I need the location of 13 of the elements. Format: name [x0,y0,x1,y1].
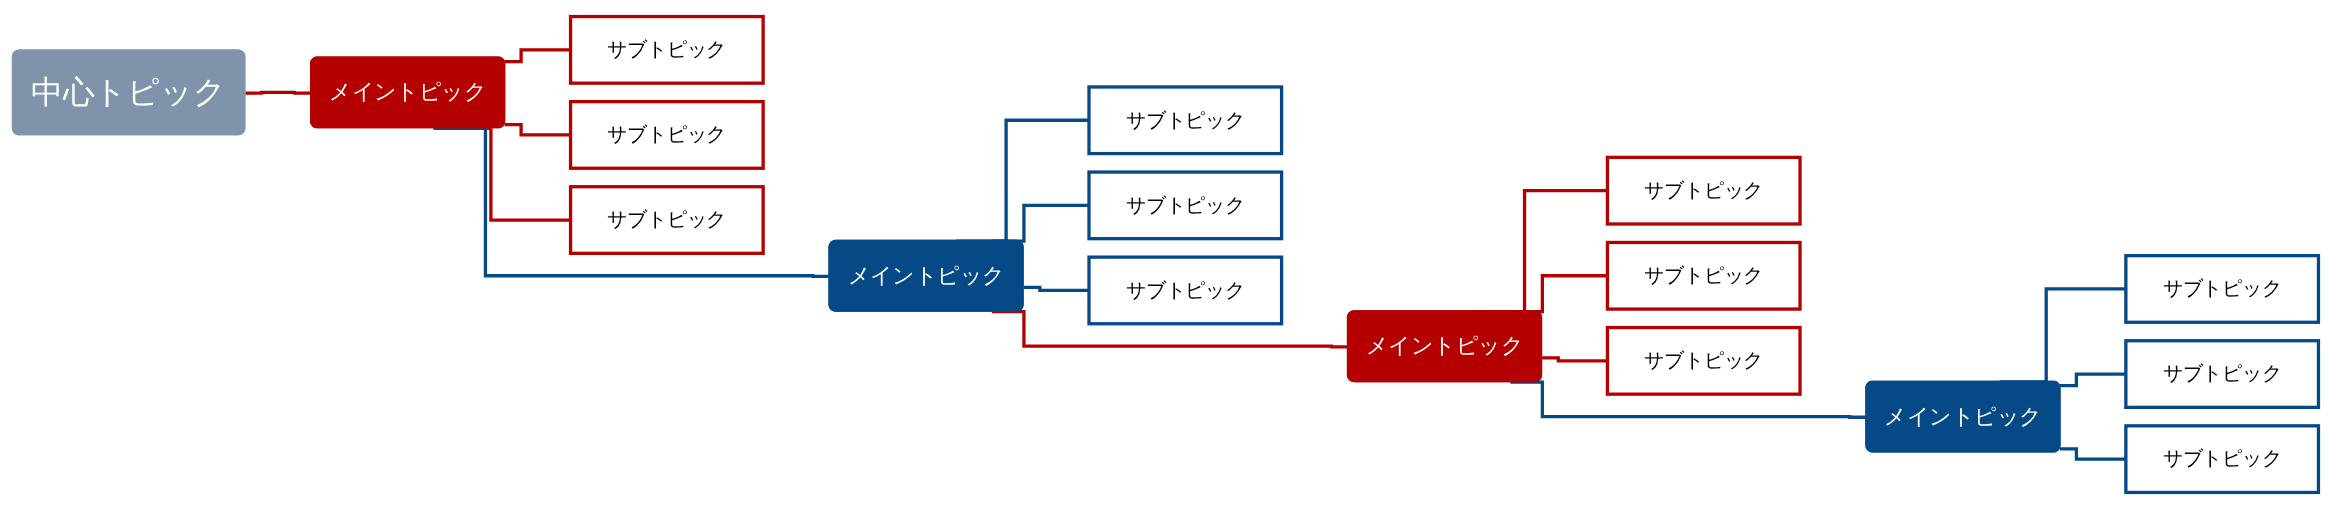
node-box: サブトピック [1605,240,1802,311]
node-box: サブトピック [1087,85,1284,156]
node-box: サブトピック [1605,325,1802,396]
node-box: サブトピック [568,100,765,170]
node-box: サブトピック [2124,424,2321,495]
node-box: サブトピック [568,14,765,85]
node-box: サブトピック [568,185,765,255]
connector [433,126,830,279]
node-box: サブトピック [1087,255,1284,326]
node-box: サブトピック [1087,170,1284,241]
node-box: サブトピック [1605,155,1802,226]
node-box: サブトピック [2124,254,2321,324]
node-box: サブトピック [2124,339,2321,409]
